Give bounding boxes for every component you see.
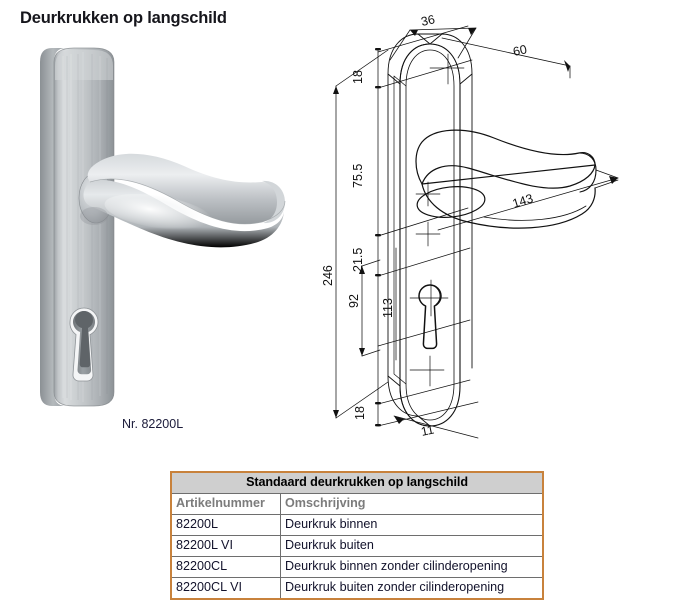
drawing-backplate xyxy=(387,33,473,427)
table-row: 82200CL Deurkruk binnen zonder cilindero… xyxy=(170,556,544,578)
dim-11: 11 xyxy=(420,423,436,439)
cell-omschrijving: Deurkruk buiten zonder cilinderopening xyxy=(280,577,544,600)
cell-artikelnummer: 82200CL xyxy=(170,556,281,578)
dim-21-5: 21.5 xyxy=(351,248,365,272)
product-photo xyxy=(40,47,286,407)
dimension-labels: 36 60 18 75.5 21.5 246 92 113 18 11 143 xyxy=(321,12,535,439)
dim-75-5: 75.5 xyxy=(351,164,365,188)
dim-246: 246 xyxy=(321,265,335,286)
dim-36: 36 xyxy=(420,12,437,29)
table-header-row: Artikelnummer Omschrijving xyxy=(170,493,544,515)
dim-113: 113 xyxy=(381,298,395,318)
dimension-lines xyxy=(335,25,619,439)
backplate xyxy=(40,47,115,407)
cell-artikelnummer: 82200CL VI xyxy=(170,577,281,600)
cell-artikelnummer: 82200L xyxy=(170,514,281,536)
column-header-artikelnummer: Artikelnummer xyxy=(170,493,281,515)
cell-artikelnummer: 82200L VI xyxy=(170,535,281,557)
dim-18-top: 18 xyxy=(351,70,365,84)
technical-drawing: 36 60 18 75.5 21.5 246 92 113 18 11 143 xyxy=(321,12,619,439)
cell-omschrijving: Deurkruk binnen zonder cilinderopening xyxy=(280,556,544,578)
lever-handle xyxy=(78,153,286,248)
table-row: 82200L Deurkruk binnen xyxy=(170,514,544,536)
dim-92: 92 xyxy=(347,294,361,308)
drawing-keyhole xyxy=(409,279,449,350)
photo-caption: Nr. 82200L xyxy=(122,417,184,431)
keyhole xyxy=(69,307,99,382)
product-table: Standaard deurkrukken op langschild Arti… xyxy=(170,471,544,600)
dimension-arrows xyxy=(333,28,618,427)
table-row: 82200CL VI Deurkruk buiten zonder cilind… xyxy=(170,577,544,600)
table-title: Standaard deurkrukken op langschild xyxy=(170,471,544,494)
dim-143: 143 xyxy=(511,191,535,210)
page-title: Deurkrukken op langschild xyxy=(20,9,227,27)
column-header-omschrijving: Omschrijving xyxy=(280,493,544,515)
table-title-row: Standaard deurkrukken op langschild xyxy=(170,471,544,494)
cell-omschrijving: Deurkruk binnen xyxy=(280,514,544,536)
cell-omschrijving: Deurkruk buiten xyxy=(280,535,544,557)
table-row: 82200L VI Deurkruk buiten xyxy=(170,535,544,557)
drawing-lever xyxy=(409,53,597,387)
dim-60: 60 xyxy=(512,42,529,59)
dim-18-bottom: 18 xyxy=(353,406,367,420)
